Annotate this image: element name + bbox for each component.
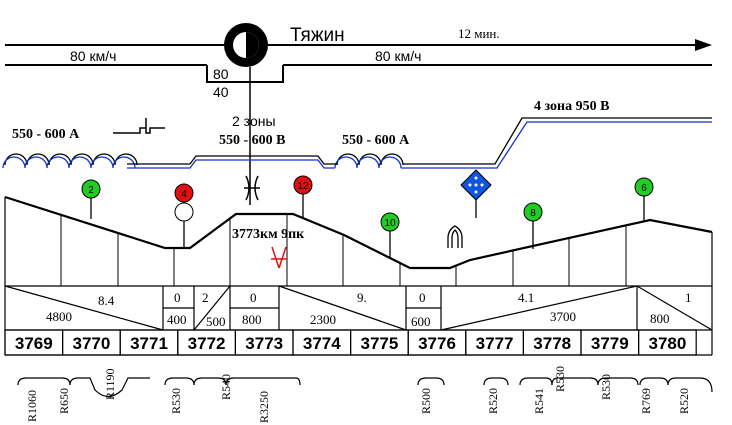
catenary-coils-right-blue — [334, 156, 402, 169]
curve-label: R1060 — [25, 390, 39, 422]
header-lines — [5, 44, 712, 83]
grade-cell-4-grade: 0 — [250, 290, 257, 305]
km-label: 3780 — [648, 334, 686, 353]
signal-8: 8 — [523, 202, 543, 249]
km-label: 3775 — [360, 334, 398, 353]
curve-label: R769 — [639, 388, 653, 414]
km-label: 3769 — [15, 334, 53, 353]
signal-10-label: 10 — [384, 218, 396, 229]
signal-2: 2 — [81, 179, 101, 219]
curve-label: R530 — [599, 374, 613, 400]
km-label: 3770 — [72, 334, 110, 353]
catenary-zones-label: 2 зоны — [232, 113, 276, 129]
grade-cell-1-grade: 8.4 — [98, 293, 115, 308]
section-insulator-icon — [113, 118, 165, 134]
profile-outline — [4, 195, 713, 356]
curve-label: R541 — [532, 388, 546, 414]
grade-cell-7-grade: 4.1 — [518, 290, 534, 305]
curve-label: R520 — [677, 388, 691, 414]
grade-cell-2-length: 400 — [167, 312, 187, 327]
catenary-middle-voltage: 550 - 600 В — [219, 133, 286, 148]
km-label: 3777 — [476, 334, 514, 353]
grade-cell-6-grade: 0 — [419, 290, 426, 305]
km-marker-icon — [271, 246, 287, 269]
signal-6-label: 6 — [641, 183, 647, 194]
grade-cell-5-length: 2300 — [310, 312, 336, 327]
grade-cell-6-length: 600 — [411, 314, 431, 329]
signal-12-label: 12 — [297, 181, 309, 192]
diamond-sign-icon — [460, 169, 492, 218]
station-name: Тяжин — [290, 25, 345, 46]
signal-2-label: 2 — [88, 185, 94, 196]
direction-arrow-icon — [695, 39, 712, 51]
km-mark: 3773км 9пк — [232, 227, 305, 242]
km-label: 3773 — [245, 334, 283, 353]
curves-row — [17, 377, 713, 398]
speed-box-top: 80 — [213, 66, 229, 82]
curve-label: R540 — [219, 374, 233, 400]
km-label: 3779 — [591, 334, 629, 353]
grade-cell-2-grade: 0 — [174, 290, 181, 305]
grade-cell-5-grade: 9. — [357, 290, 367, 305]
grade-cell-8-length: 800 — [650, 311, 670, 326]
grade-cell-8-grade: 1 — [685, 290, 692, 305]
catenary-coils-right — [336, 153, 404, 166]
km-label: 3774 — [303, 334, 341, 353]
signal-4: 4 — [174, 183, 194, 248]
signal-6: 6 — [634, 177, 654, 221]
station-icon — [224, 23, 268, 67]
run-time: 12 мин. — [458, 26, 500, 41]
curve-label: R500 — [419, 388, 433, 414]
curve-label: R3250 — [257, 391, 271, 423]
bridge-icon — [244, 175, 260, 201]
signal-10: 10 — [380, 212, 400, 259]
curve-label: R530 — [553, 366, 567, 392]
curve-label: R530 — [169, 388, 183, 414]
catenary-wire-black — [127, 117, 712, 165]
zone4-label: 4 зона 950 В — [534, 99, 609, 114]
switch-icon — [447, 225, 463, 248]
km-label: 3772 — [188, 334, 226, 353]
catenary-wire-blue — [127, 121, 712, 169]
grade-cell-4-length: 800 — [242, 312, 262, 327]
catenary-left-label: 550 - 600 А — [12, 127, 80, 142]
grade-cell-7-length: 3700 — [550, 309, 576, 324]
grade-cell-3-length: 500 — [206, 314, 226, 329]
grade-table — [4, 285, 713, 331]
speed-box-bottom: 40 — [213, 84, 229, 100]
km-label: 3771 — [130, 334, 168, 353]
grade-cell-3-grade: 2 — [202, 290, 209, 305]
curve-label: R650 — [57, 388, 71, 414]
speed-right: 80 км/ч — [375, 48, 421, 64]
km-label: 3776 — [418, 334, 456, 353]
signal-4-label: 4 — [181, 189, 187, 200]
signal-8-label: 8 — [530, 208, 536, 219]
km-row: 3769 3770 3771 3772 3773 3774 3775 3776 3777 3778… — [4, 329, 697, 356]
catenary-coils-left — [4, 153, 138, 166]
catenary-right-label: 550 - 600 А — [342, 133, 410, 148]
km-label: 3778 — [533, 334, 571, 353]
curve-label: R1190 — [103, 368, 117, 400]
catenary-coils-left-blue — [2, 156, 136, 169]
km-cell — [637, 329, 697, 356]
signal-12: 12 — [293, 175, 313, 218]
grade-cell-1-length: 4800 — [46, 309, 72, 324]
curve-label: R520 — [486, 388, 500, 414]
speed-left: 80 км/ч — [70, 48, 116, 64]
